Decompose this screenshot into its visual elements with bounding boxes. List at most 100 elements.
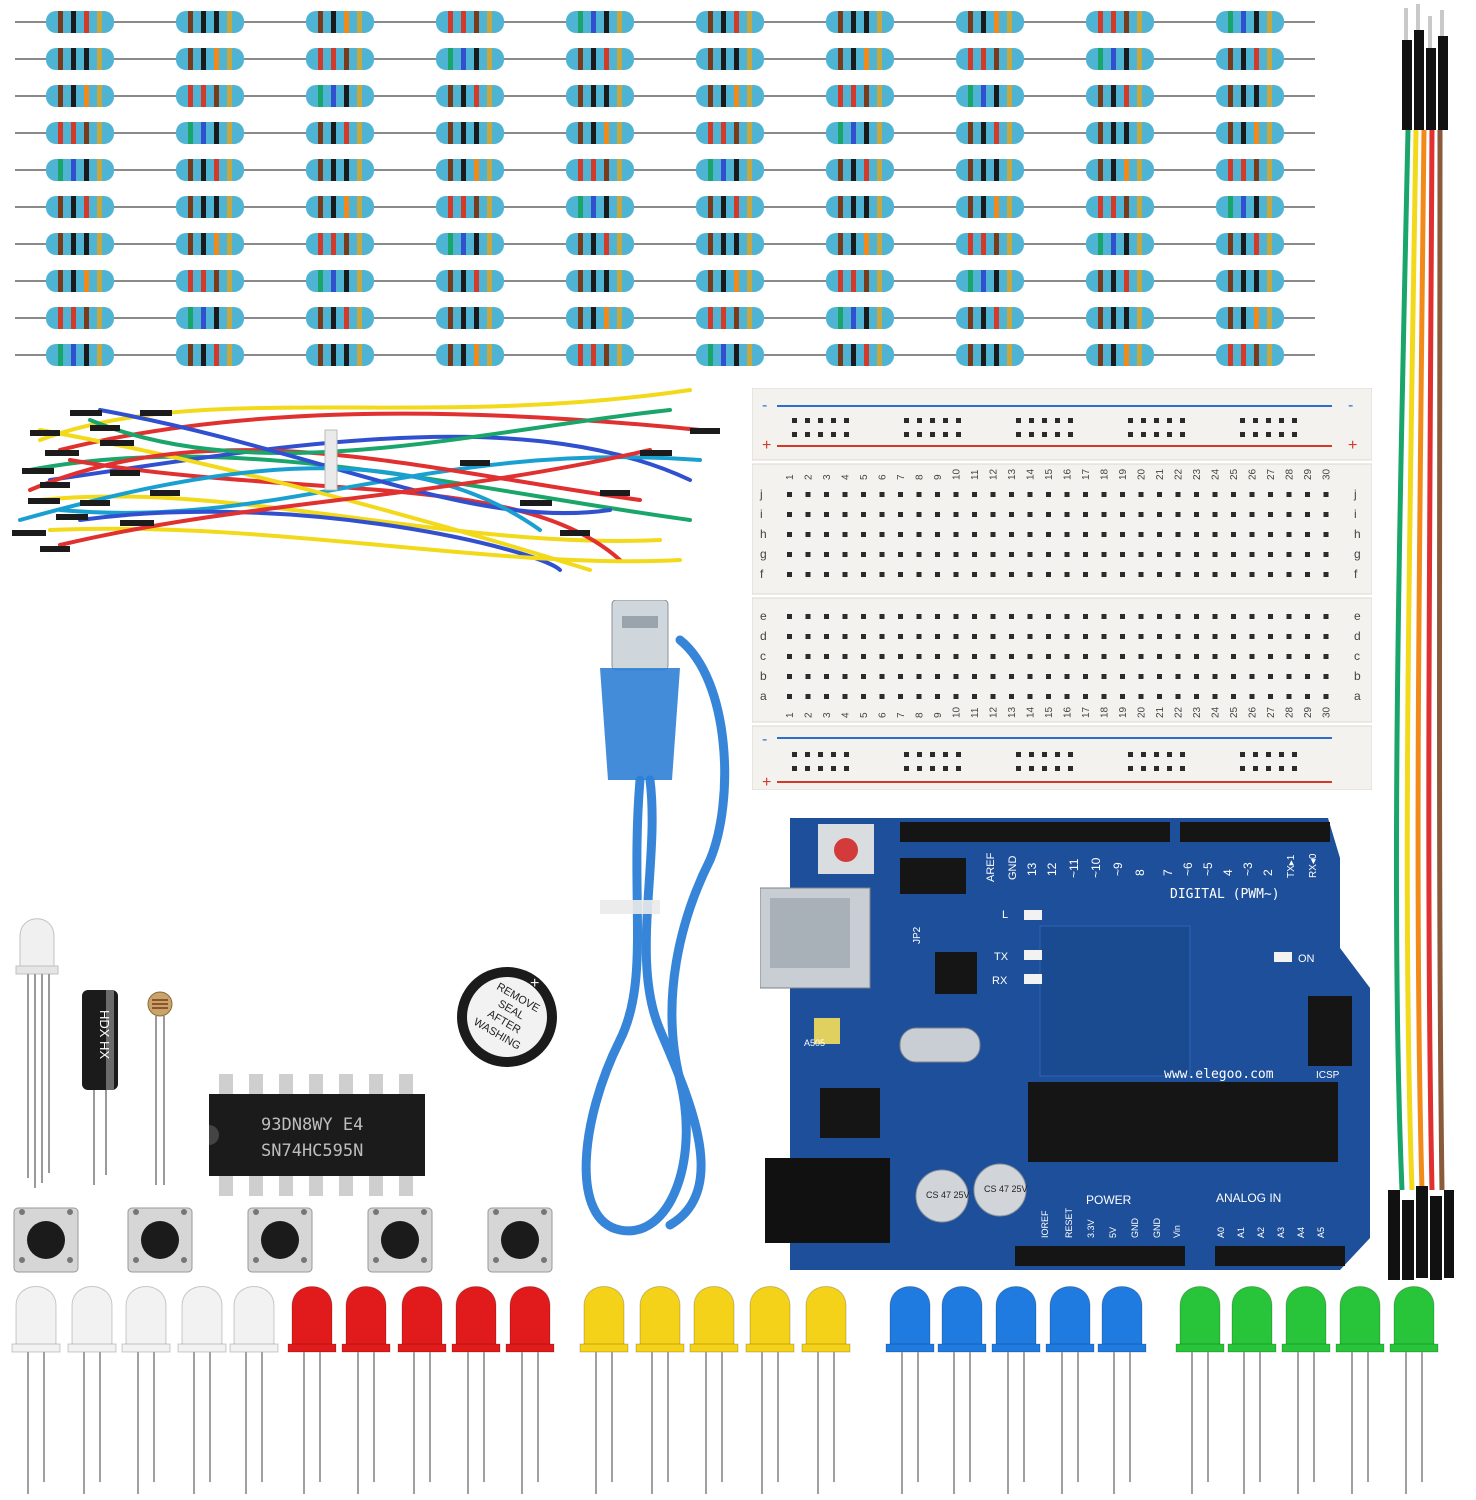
label-pin11: ~11 xyxy=(1067,858,1081,878)
led xyxy=(1175,1286,1225,1494)
resistor xyxy=(795,122,925,144)
row-letter: f xyxy=(1354,567,1358,581)
label-icsp: ICSP xyxy=(1316,1070,1340,1081)
resistor xyxy=(275,233,405,255)
resistor xyxy=(405,196,535,218)
resistor xyxy=(535,11,665,33)
resistor xyxy=(795,344,925,366)
resistor xyxy=(145,344,275,366)
resistor xyxy=(925,85,1055,107)
label-pin12: 12 xyxy=(1045,862,1059,876)
svg-text:27: 27 xyxy=(1266,468,1277,480)
row-letter: h xyxy=(760,527,767,541)
label-pin2: 2 xyxy=(1261,869,1275,876)
resistor xyxy=(145,122,275,144)
svg-text:5: 5 xyxy=(859,712,870,718)
svg-text:7: 7 xyxy=(896,712,907,718)
resistor xyxy=(925,48,1055,70)
resistor xyxy=(665,196,795,218)
resistor xyxy=(925,196,1055,218)
resistor xyxy=(405,48,535,70)
led xyxy=(1227,1286,1277,1494)
resistor xyxy=(665,307,795,329)
svg-text:28: 28 xyxy=(1285,468,1296,480)
label-led-l: L xyxy=(1002,909,1008,921)
push-button xyxy=(367,1207,433,1273)
resistor xyxy=(1055,11,1185,33)
capacitor-label: HDX HX xyxy=(97,1010,112,1059)
resistor xyxy=(925,159,1055,181)
svg-text:17: 17 xyxy=(1081,468,1092,480)
jumper-wire-bundle xyxy=(12,388,720,572)
resistor xyxy=(15,270,145,292)
svg-text:7: 7 xyxy=(896,474,907,480)
led xyxy=(1389,1286,1439,1494)
resistor xyxy=(405,159,535,181)
resistor xyxy=(145,159,275,181)
label-pin9: ~9 xyxy=(1111,862,1125,876)
led xyxy=(579,1286,629,1494)
label-pin5: ~5 xyxy=(1201,862,1215,876)
led xyxy=(341,1286,391,1494)
resistor xyxy=(15,159,145,181)
svg-text:12: 12 xyxy=(989,468,1000,480)
resistor xyxy=(405,233,535,255)
resistor xyxy=(795,196,925,218)
label-pin4: 4 xyxy=(1221,869,1235,876)
resistor xyxy=(795,233,925,255)
resistor xyxy=(535,48,665,70)
resistor xyxy=(405,11,535,33)
row-letter: j xyxy=(759,487,763,501)
led xyxy=(745,1286,795,1494)
svg-text:25: 25 xyxy=(1229,706,1240,718)
led xyxy=(689,1286,739,1494)
resistor xyxy=(1185,159,1315,181)
label-pin13: 13 xyxy=(1025,862,1039,876)
label-analog: ANALOG IN xyxy=(1216,1191,1281,1205)
label-gnd2: GND xyxy=(1152,1218,1162,1239)
svg-text:27: 27 xyxy=(1266,706,1277,718)
label-pin3: ~3 xyxy=(1241,862,1255,876)
resistor xyxy=(145,48,275,70)
resistor xyxy=(1055,85,1185,107)
rail-minus-label-bottom: - xyxy=(762,731,767,748)
rail-plus-label-right: + xyxy=(1348,437,1357,454)
svg-text:19: 19 xyxy=(1118,468,1129,480)
svg-text:29: 29 xyxy=(1303,468,1314,480)
svg-text:4: 4 xyxy=(841,474,852,480)
resistor xyxy=(665,233,795,255)
rail-minus-label: - xyxy=(762,397,767,414)
label-a3: A3 xyxy=(1276,1227,1286,1238)
svg-text:15: 15 xyxy=(1044,706,1055,718)
resistor xyxy=(1185,85,1315,107)
row-letter: h xyxy=(1354,527,1361,541)
resistor xyxy=(405,85,535,107)
svg-text:20: 20 xyxy=(1137,468,1148,480)
svg-text:29: 29 xyxy=(1303,706,1314,718)
svg-text:11: 11 xyxy=(970,707,981,718)
svg-text:9: 9 xyxy=(933,712,944,718)
svg-text:22: 22 xyxy=(1174,706,1185,718)
svg-text:1: 1 xyxy=(785,712,796,718)
resistor xyxy=(405,307,535,329)
svg-text:14: 14 xyxy=(1026,706,1037,718)
led xyxy=(1281,1286,1331,1494)
resistor xyxy=(925,11,1055,33)
resistor xyxy=(275,344,405,366)
led xyxy=(1335,1286,1385,1494)
row-letter: d xyxy=(1354,629,1361,643)
resistor xyxy=(795,159,925,181)
label-3v3: 3.3V xyxy=(1086,1219,1096,1238)
resistor xyxy=(15,122,145,144)
resistor xyxy=(275,270,405,292)
resistor xyxy=(535,344,665,366)
label-vin: Vin xyxy=(1172,1225,1182,1238)
resistor xyxy=(535,122,665,144)
resistor xyxy=(1055,159,1185,181)
resistor xyxy=(665,11,795,33)
rail-plus-label: + xyxy=(762,437,771,454)
label-a0: A0 xyxy=(1216,1227,1226,1238)
resistor xyxy=(275,11,405,33)
resistor xyxy=(1185,48,1315,70)
svg-text:+: + xyxy=(530,975,539,992)
